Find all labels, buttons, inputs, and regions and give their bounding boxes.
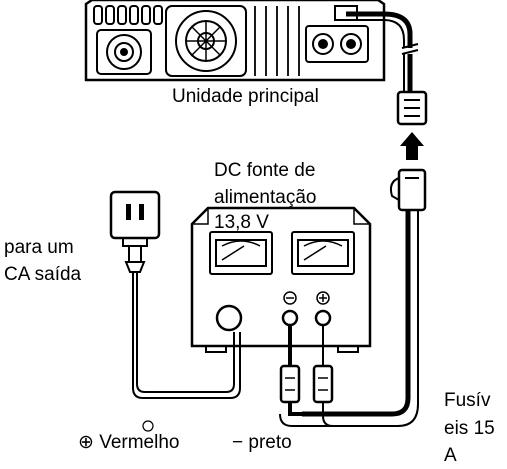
dc-source-label-line1: DC fonte de — [214, 160, 316, 181]
radio-power-cable — [346, 11, 419, 92]
fuse-holder-black — [279, 364, 301, 404]
black-lead — [288, 325, 302, 416]
dc-source-label-line2: alimentação — [214, 187, 317, 208]
negative-terminal — [281, 291, 299, 327]
heat-sink-fins — [254, 6, 300, 76]
red-wire-label: ⊕ Vermelho — [78, 432, 180, 453]
dc-source-label-line3: 13,8 V — [214, 212, 269, 233]
ac-outlet — [109, 190, 161, 273]
positive-terminal — [314, 291, 332, 327]
ac-cord — [132, 272, 241, 399]
connector-plug-lower — [389, 168, 427, 212]
black-wire-label: − preto — [232, 432, 292, 453]
dc-power-supply — [190, 206, 372, 353]
connector-plug-upper — [396, 90, 428, 126]
fuse-label-line3: A — [444, 445, 457, 466]
fuse-label-line1: Fusív — [444, 390, 491, 411]
insert-arrow-icon — [400, 132, 424, 160]
outlet-label-line2: CA saída — [4, 264, 82, 285]
power-knob — [215, 304, 243, 332]
antenna-connector — [96, 29, 152, 75]
main-unit-label: Unidade principal — [172, 86, 319, 107]
fuse-holder-red — [312, 364, 334, 404]
vent-slots — [93, 5, 163, 25]
rear-connectors — [305, 25, 369, 63]
negative-symbol-mark — [142, 420, 154, 432]
ammeter-gauge — [291, 231, 355, 275]
cooling-fan — [165, 5, 247, 77]
red-lead — [322, 325, 398, 427]
voltmeter-gauge — [209, 231, 273, 275]
outlet-label-line1: para um — [4, 237, 74, 258]
main-unit-radio — [84, 0, 386, 82]
fuse-label-line2: eis 15 — [444, 418, 495, 439]
